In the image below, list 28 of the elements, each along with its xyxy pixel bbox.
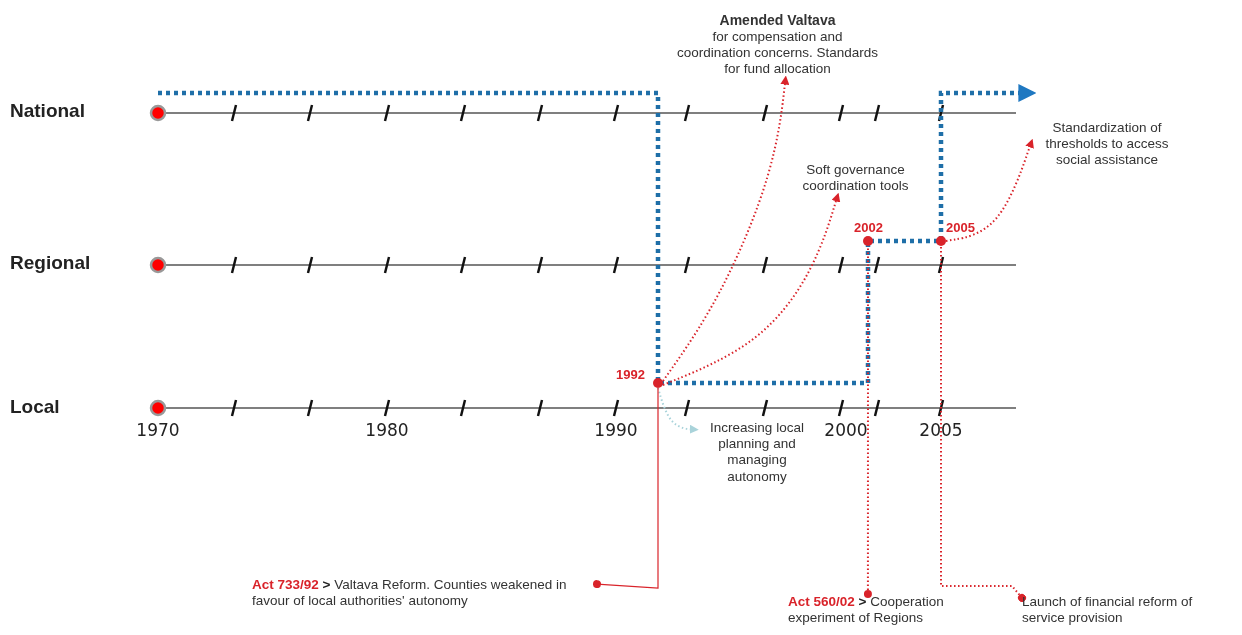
annotation-text: Launch of financial reform of service provision xyxy=(1022,594,1194,627)
event-dot xyxy=(863,236,873,246)
event-dot xyxy=(936,236,946,246)
leader-line xyxy=(940,245,1026,602)
year-marker: 1992 xyxy=(616,367,645,382)
annotation-text: for compensation and coordination concerns. Standards for fund allocation xyxy=(675,28,880,78)
row-label: Local xyxy=(10,396,60,418)
annotation-text: Act 733/92 > Valtava Reform. Counties weakened in favour of local authorities' autonomy xyxy=(252,577,568,610)
year-label: 1970 xyxy=(136,420,180,440)
year-label: 2000 xyxy=(824,420,868,440)
year-marker: 2002 xyxy=(854,220,883,235)
year-marker: 2005 xyxy=(946,220,975,235)
arrow xyxy=(662,192,841,386)
row-label: Regional xyxy=(10,252,91,274)
annotation-heading: Amended Valtava xyxy=(718,12,837,29)
leader-line xyxy=(593,387,659,589)
year-label: 1980 xyxy=(365,420,409,440)
year-label: 2005 xyxy=(919,420,963,440)
annotation-text: Soft governance coordination tools xyxy=(801,162,910,195)
annotation-text: Increasing local planning and managing autonomy xyxy=(709,420,805,485)
arrow xyxy=(662,75,790,382)
arrow xyxy=(945,138,1034,242)
leader-line xyxy=(863,245,872,598)
row-label: National xyxy=(10,100,85,122)
annotation-text: Standardization of thresholds to access social assistance xyxy=(1044,120,1170,169)
year-label: 1990 xyxy=(594,420,638,440)
annotation-text: Act 560/02 > Cooperation experiment of Regions xyxy=(788,594,945,627)
event-dot xyxy=(653,378,663,388)
